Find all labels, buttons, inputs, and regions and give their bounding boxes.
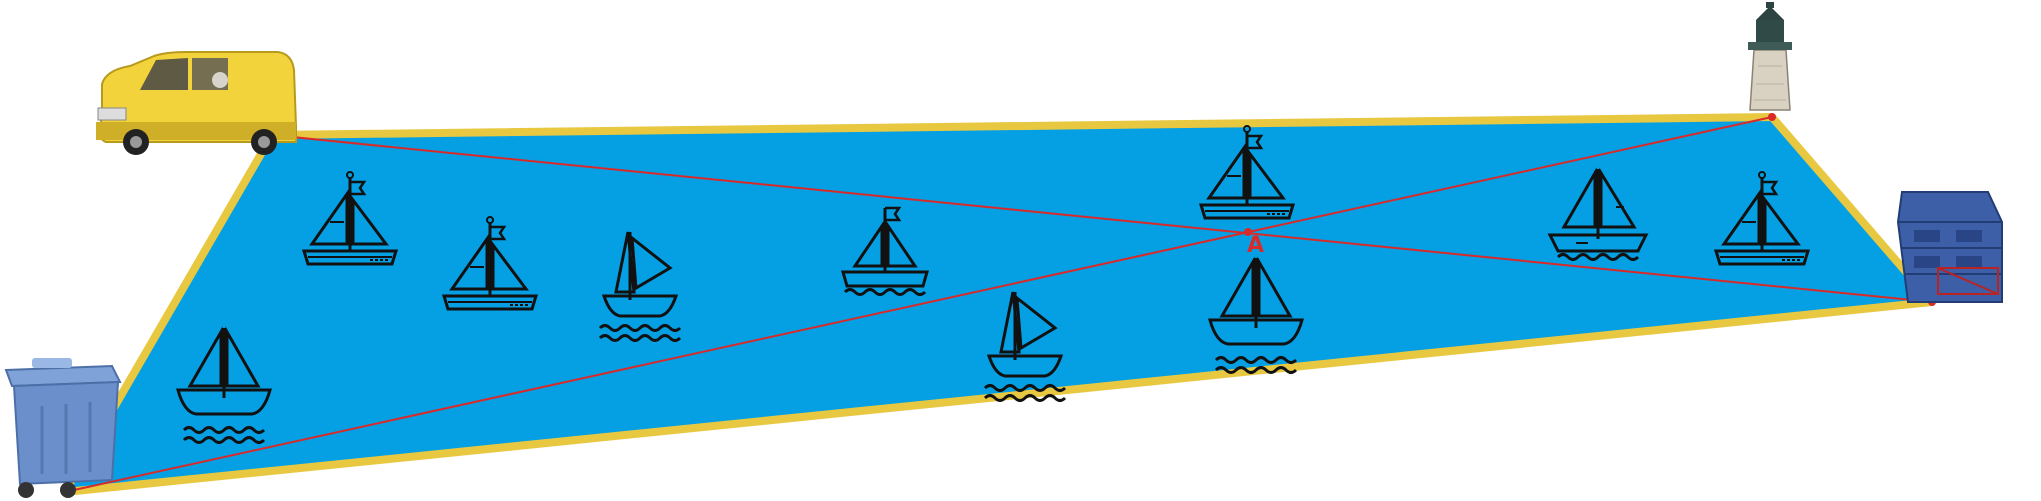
crate-stack-icon <box>1896 191 2003 303</box>
point-label-a: A <box>1247 233 1264 258</box>
intersection-point <box>1244 228 1252 236</box>
lighthouse-icon <box>1748 2 1792 111</box>
van-icon <box>96 51 297 155</box>
diagonal-line <box>271 134 1933 303</box>
wheelie-bin-icon <box>4 358 122 498</box>
vertex-point <box>1768 113 1776 121</box>
water-area <box>61 113 1936 496</box>
diagonal-line <box>64 116 1773 493</box>
